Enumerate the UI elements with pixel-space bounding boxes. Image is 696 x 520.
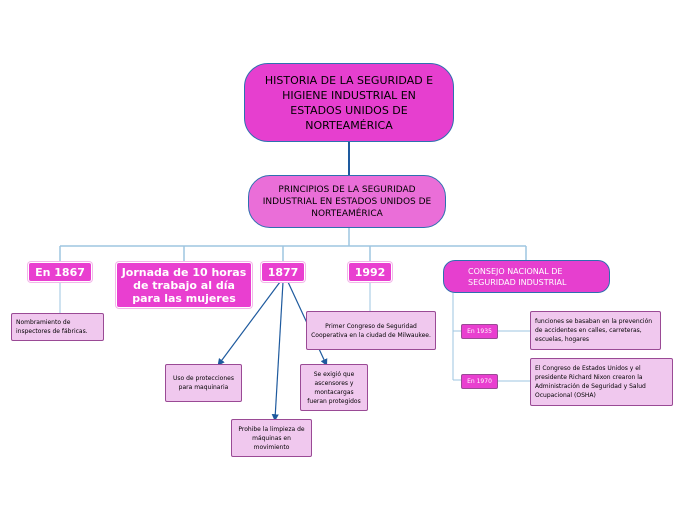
leaf-funciones-text: funciones se basaban en la prevención de…	[535, 318, 653, 343]
branch-en-1867[interactable]: En 1867	[28, 262, 92, 282]
leaf-ascensores[interactable]: Se exigió que ascensores y montacargas f…	[300, 364, 368, 411]
branch-en-1867-label: En 1867	[35, 265, 85, 279]
sub-en-1970[interactable]: En 1970	[461, 374, 498, 389]
sub-en-1935-label: En 1935	[467, 328, 492, 335]
branch-1877-label: 1877	[267, 265, 299, 279]
branch-jornada[interactable]: Jornada de 10 horas de trabajo al día pa…	[116, 262, 252, 308]
branch-1992-label: 1992	[354, 265, 386, 279]
sub-en-1935[interactable]: En 1935	[461, 324, 498, 339]
leaf-uso-protecciones[interactable]: Uso de protecciones para maquinaria	[165, 364, 242, 402]
leaf-inspectores[interactable]: Nombramiento de inspectores de fábricas.	[11, 313, 104, 341]
root-topic[interactable]: HISTORIA DE LA SEGURIDAD E HIGIENE INDUS…	[244, 63, 454, 142]
leaf-inspectores-text: Nombramiento de inspectores de fábricas.	[16, 319, 88, 335]
leaf-congreso[interactable]: Primer Congreso de Seguridad Cooperativa…	[306, 311, 436, 350]
leaf-osha[interactable]: El Congreso de Estados Unidos y el presi…	[530, 358, 673, 406]
branch-consejo-label: CONSEJO NACIONAL DE SEGURIDAD INDUSTRIAL	[468, 266, 567, 287]
leaf-funciones[interactable]: funciones se basaban en la prevención de…	[530, 311, 661, 350]
principles-topic[interactable]: PRINCIPIOS DE LA SEGURIDAD INDUSTRIAL EN…	[248, 175, 446, 228]
branch-consejo[interactable]: CONSEJO NACIONAL DE SEGURIDAD INDUSTRIAL	[443, 260, 610, 293]
sub-en-1970-label: En 1970	[467, 378, 492, 385]
leaf-congreso-text: Primer Congreso de Seguridad Cooperativa…	[311, 322, 431, 339]
branch-1992[interactable]: 1992	[348, 262, 392, 282]
leaf-osha-text: El Congreso de Estados Unidos y el presi…	[535, 365, 646, 399]
leaf-uso-text: Uso de protecciones para maquinaria	[173, 375, 234, 391]
branch-jornada-label: Jornada de 10 horas de trabajo al día pa…	[121, 265, 247, 305]
principles-title: PRINCIPIOS DE LA SEGURIDAD INDUSTRIAL EN…	[262, 184, 432, 219]
leaf-prohibe-limpieza[interactable]: Prohibe la limpieza de máquinas en movim…	[231, 419, 312, 457]
leaf-ascensores-text: Se exigió que ascensores y montacargas f…	[307, 370, 361, 405]
branch-1877[interactable]: 1877	[261, 262, 305, 282]
root-title: HISTORIA DE LA SEGURIDAD E HIGIENE INDUS…	[264, 73, 434, 132]
leaf-prohibe-text: Prohibe la limpieza de máquinas en movim…	[238, 425, 305, 451]
